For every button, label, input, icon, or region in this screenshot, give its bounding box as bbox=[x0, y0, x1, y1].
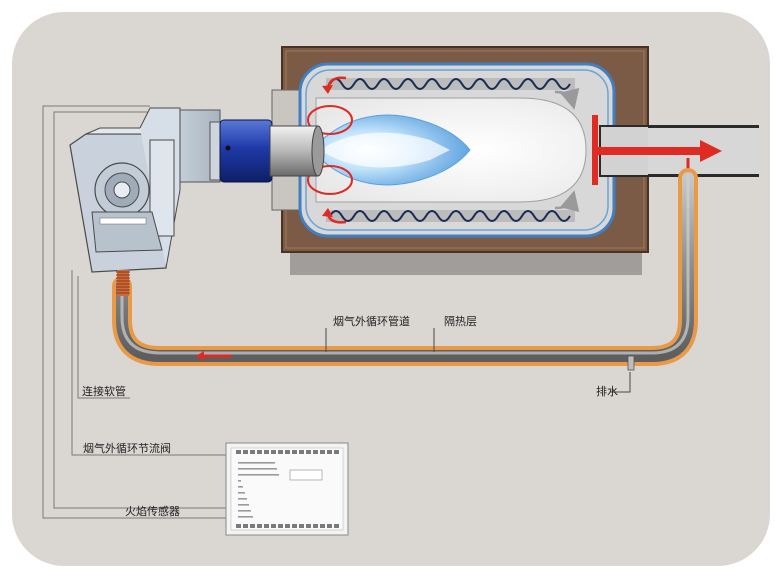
label-insulation-layer: 隔热层 bbox=[444, 315, 477, 328]
label-flue-gas-recirculation-valve: 烟气外循环节流阀 bbox=[83, 442, 171, 455]
flame bbox=[311, 114, 471, 186]
boiler-fgr-diagram bbox=[42, 46, 760, 536]
reverse-flow-arrows bbox=[554, 87, 580, 213]
flame-sensor-card bbox=[225, 442, 349, 536]
label-drain: 排水 bbox=[596, 385, 618, 398]
recirculation-swirls bbox=[307, 105, 353, 195]
control-wires bbox=[42, 105, 227, 519]
flue-pass-bottom bbox=[326, 210, 575, 222]
connecting-hose bbox=[116, 270, 130, 296]
label-connecting-hose: 连接软管 bbox=[82, 385, 126, 398]
flue-gas-recirculation-pipe bbox=[112, 168, 698, 366]
diagram-panel: 烟气外循环管道 隔热层 排水 连接软管 烟气外循环节流阀 火焰传感器 bbox=[12, 12, 770, 566]
leader-lines bbox=[325, 328, 631, 393]
blower bbox=[69, 107, 181, 273]
label-flue-gas-recirculation-pipe: 烟气外循环管道 bbox=[333, 315, 410, 328]
drain bbox=[627, 355, 635, 371]
label-flame-sensor: 火焰传感器 bbox=[125, 505, 180, 518]
flue-pass-top bbox=[326, 78, 575, 90]
